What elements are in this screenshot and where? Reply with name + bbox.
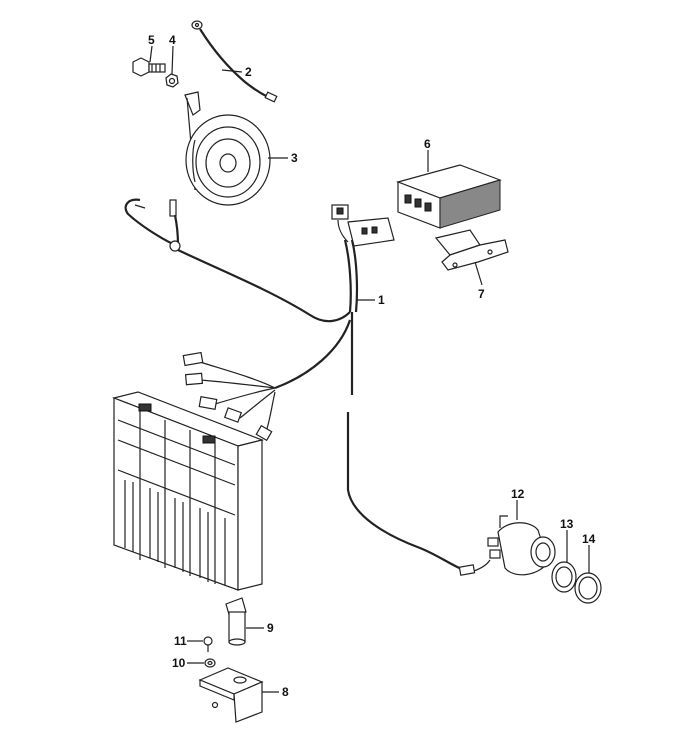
- leader-7: [474, 261, 483, 286]
- callout-2: 2: [245, 65, 252, 79]
- wiring-harness-part-1: [124, 198, 491, 576]
- callout-12: 12: [511, 487, 525, 501]
- washer-part-10: [204, 658, 216, 668]
- callout-10: 10: [172, 656, 186, 670]
- starter-relay-part-12: [487, 515, 556, 576]
- callout-5: 5: [148, 33, 155, 47]
- switch-part-9: [225, 597, 247, 646]
- callout-3: 3: [291, 151, 298, 165]
- nut-part-4: [165, 73, 179, 88]
- horn-part-3: [184, 91, 271, 206]
- leader-5: [149, 45, 153, 63]
- screw-part-11: [203, 636, 213, 652]
- callout-13: 13: [560, 517, 574, 531]
- mount-bracket-part-8: [198, 667, 264, 723]
- callout-6: 6: [424, 137, 431, 151]
- callout-8: 8: [282, 685, 289, 699]
- battery: [112, 391, 264, 591]
- leader-2: [221, 69, 243, 73]
- cdi-unit-part-6: [396, 164, 502, 229]
- callout-14: 14: [582, 532, 596, 546]
- callout-1: 1: [378, 293, 385, 307]
- ground-wire-part-2: [191, 20, 278, 103]
- washer-part-14: [574, 572, 602, 604]
- callout-11: 11: [174, 634, 187, 648]
- callout-9: 9: [267, 621, 274, 635]
- bolt-part-5: [132, 57, 166, 77]
- leader-4: [171, 45, 174, 75]
- bracket-part-7: [434, 229, 509, 271]
- ring-part-13: [551, 561, 577, 593]
- callout-4: 4: [169, 33, 176, 47]
- callout-7: 7: [478, 287, 485, 301]
